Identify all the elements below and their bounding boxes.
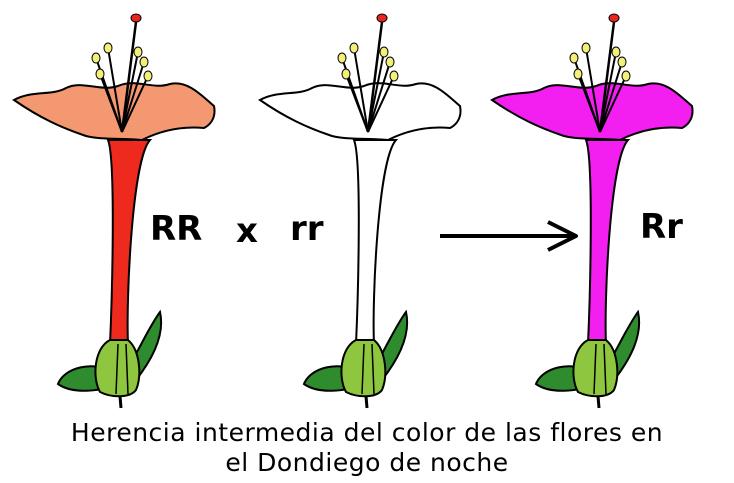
caption-line-2: el Dondiego de noche [0, 448, 734, 478]
flower-tube [586, 140, 628, 344]
anther [104, 43, 112, 53]
stem [598, 396, 599, 408]
anther [386, 57, 394, 67]
stigma [609, 14, 619, 22]
caption-line-1: Herencia intermedia del color de las flo… [0, 418, 734, 448]
anther [92, 53, 100, 63]
anther [134, 47, 142, 57]
genotype-offspring-label: Rr [640, 210, 683, 244]
flower-tube [354, 140, 396, 344]
anther [140, 57, 148, 67]
caption: Herencia intermedia del color de las flo… [0, 418, 734, 478]
anther [622, 71, 630, 81]
anther [390, 71, 398, 81]
anther [574, 69, 582, 79]
arrow-right-icon [440, 222, 576, 250]
flower-tube [108, 140, 150, 344]
stigma [377, 14, 387, 22]
anther [380, 47, 388, 57]
stem [120, 396, 121, 408]
anther [618, 57, 626, 67]
stem [366, 396, 367, 408]
anther [612, 47, 620, 57]
anther [582, 43, 590, 53]
anther [144, 71, 152, 81]
stigma [131, 14, 141, 22]
genotype-right-label: rr [290, 212, 324, 246]
anther [96, 69, 104, 79]
anther [570, 53, 578, 63]
genotype-left-label: RR [150, 212, 202, 246]
cross-symbol-label: x [236, 214, 258, 248]
anther [338, 53, 346, 63]
anther [350, 43, 358, 53]
anther [342, 69, 350, 79]
